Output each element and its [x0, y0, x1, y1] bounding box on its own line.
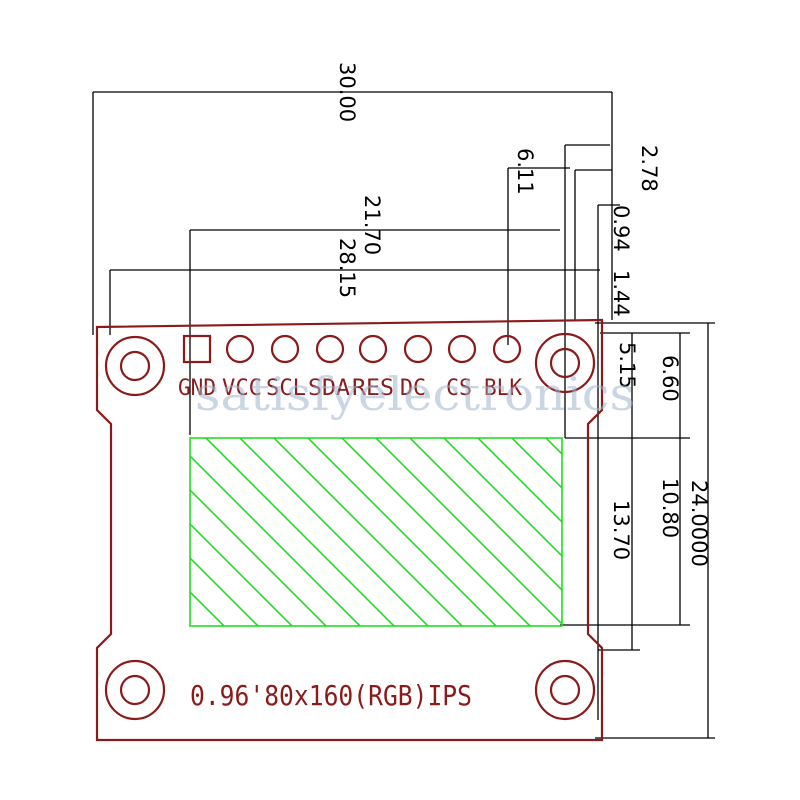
hatch-line	[190, 624, 191, 626]
hatch-line	[375, 438, 562, 626]
pin-label-cs: CS	[446, 376, 472, 401]
pin-label-blk: BLK	[484, 376, 523, 401]
dimension-labels: 30.00 21.70 28.15 6.11 2.78 0.94 1.44 5.…	[335, 62, 711, 567]
pin-pad	[492, 334, 522, 364]
pin-label-dc: DC	[400, 376, 426, 401]
dim-right-offset-3: 1.44	[609, 270, 633, 317]
dim-right-offset-1: 2.78	[637, 145, 661, 192]
hatch-line	[190, 590, 225, 626]
pin-pad	[358, 334, 388, 364]
dim-width-total: 30.00	[335, 62, 359, 122]
pin-label-scl: SCL	[266, 376, 306, 401]
hatch-line	[443, 438, 562, 558]
hatch-line	[190, 488, 327, 626]
pin-pads	[182, 334, 522, 364]
hatch-line	[190, 556, 259, 626]
mounting-hole-top-left	[104, 335, 166, 397]
board-label: 0.96'80x160(RGB)IPS	[190, 679, 472, 712]
dim-right-offset-4: 5.15	[615, 342, 639, 389]
pin-pad	[225, 334, 255, 364]
lcd-hatch	[190, 438, 562, 626]
pin-label-sda: SDA	[308, 376, 350, 401]
hatch-line	[307, 438, 497, 626]
mounting-hole-bottom-right	[534, 659, 596, 721]
dim-top-to-display: 6.60	[658, 355, 682, 402]
right-dimension-lines	[560, 322, 715, 739]
hatch-line	[190, 454, 361, 626]
mounting-hole-top-right	[534, 332, 596, 394]
pin-label-vcc: VCC	[222, 376, 262, 401]
pin-pad	[403, 334, 433, 364]
pin-labels: GND VCC SCL SDA RES DC CS BLK	[178, 376, 523, 401]
hatch-line	[190, 522, 293, 626]
hatch-line	[239, 438, 429, 626]
dim-display-height-2: 13.70	[609, 500, 633, 560]
watermark-text: satisfyelectronics	[195, 367, 635, 421]
hatch-line	[477, 438, 562, 524]
pin-pad	[447, 334, 477, 364]
pcb-outline	[95, 318, 604, 742]
dim-height-total: 24.0000	[687, 480, 711, 567]
pin-pad-square	[182, 334, 212, 364]
dim-display-width: 21.70	[360, 195, 384, 255]
hatch-line	[341, 438, 531, 626]
mounting-hole-bottom-left	[104, 659, 166, 721]
lcd-active-area	[189, 437, 563, 627]
pin-label-gnd: GND	[178, 376, 216, 401]
hatch-line	[511, 438, 562, 490]
mounting-holes	[104, 332, 596, 721]
pin-label-res: RES	[352, 376, 394, 401]
hatch-line	[205, 438, 395, 626]
dim-display-height: 10.80	[658, 478, 682, 538]
hatch-line	[409, 438, 562, 592]
dimension-lines	[92, 91, 620, 720]
hatch-line	[273, 438, 463, 626]
dim-right-pin-offset: 6.11	[513, 148, 537, 195]
pin-pad	[315, 334, 345, 364]
dim-pin-row-span: 28.15	[335, 238, 359, 298]
pin-pad	[270, 334, 300, 364]
dim-right-offset-2: 0.94	[609, 205, 633, 252]
